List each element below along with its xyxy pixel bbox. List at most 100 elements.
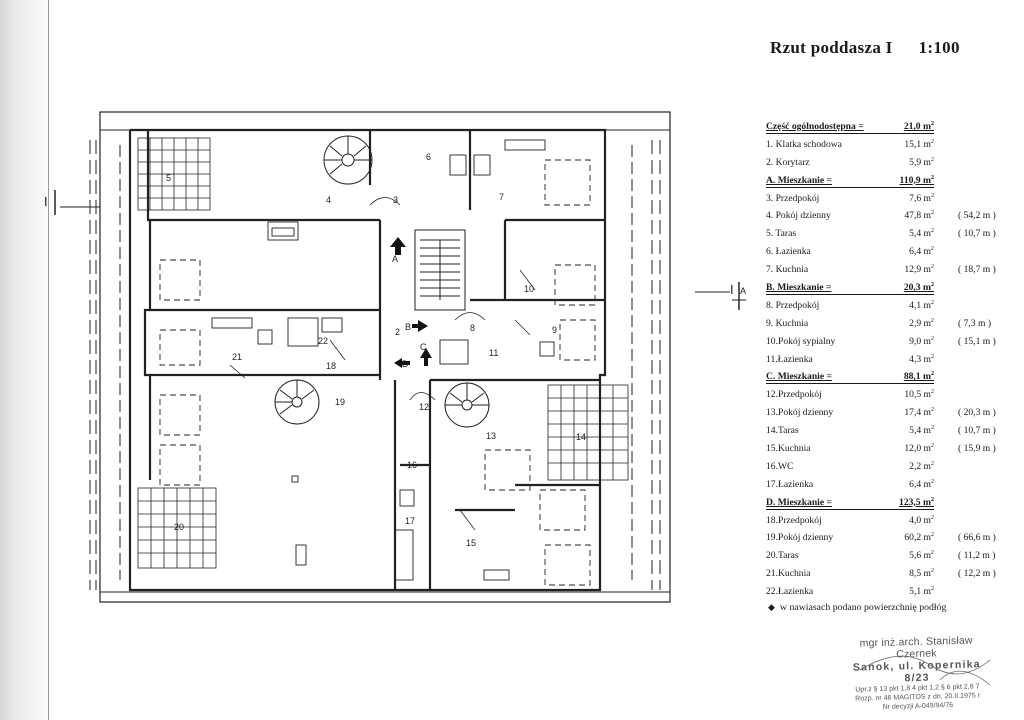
row-area-value: 110,9 m <box>899 174 931 186</box>
row-area: 5,9 m2 <box>909 156 934 168</box>
footnote: ◆w nawiasach podano powierzchnię podłóg <box>768 602 946 613</box>
row-label: 12.Przedpokój <box>766 389 822 401</box>
row-area: 17,4 m2 <box>904 407 934 419</box>
row-area: 10,5 m2 <box>904 389 934 401</box>
row-floor-area: ( 10,7 m ) <box>958 425 996 437</box>
area-table: Część ogólnodostępna = 21,0 m2 1. Klatka s… <box>766 118 1014 601</box>
room-label-13: 13 <box>486 431 496 441</box>
room-label-8: 8 <box>470 323 475 333</box>
row-area: 12,0 m2 <box>904 442 934 455</box>
section-underline <box>766 186 934 188</box>
room-label-9: 9 <box>552 325 557 335</box>
room-label-11: 11 <box>489 348 498 358</box>
row-label: 14.Taras <box>766 425 799 437</box>
row-area-value: 12,0 m <box>904 443 931 455</box>
row-label: 1. Klatka schodowa <box>766 138 842 150</box>
row-area: 21,0 m2 <box>903 120 934 132</box>
roof-outline <box>99 111 671 603</box>
row-label: Część ogólnodostępna = <box>766 121 864 132</box>
row-area-value: 88,1 m <box>903 371 931 383</box>
row-floor-area: ( 7,3 m ) <box>958 317 992 329</box>
row-area: 88,1 m2 <box>903 371 934 383</box>
wall-west <box>143 130 152 480</box>
terrace-20-grid <box>137 487 217 569</box>
row-area-value: 5,9 m <box>909 156 931 168</box>
section-underline <box>766 132 934 134</box>
staircase <box>414 229 466 311</box>
row-area: 6,4 m2 <box>909 478 934 490</box>
bathtub-17 <box>394 529 414 581</box>
row-label: C. Mieszkanie = <box>766 371 832 383</box>
table-section-row: B. Mieszkanie =20,3 m2 <box>766 279 1014 297</box>
row-area: 60,2 m2 <box>904 532 934 544</box>
row-area: 6,4 m2 <box>909 246 934 258</box>
kitchen-counters <box>211 139 546 581</box>
row-area: 4,0 m2 <box>909 514 934 526</box>
room-label-16: 16 <box>407 460 417 470</box>
room-label-21: 21 <box>232 352 242 362</box>
row-label: 8. Przedpokój <box>766 299 820 311</box>
room-label-18: 18 <box>326 361 336 371</box>
row-area-value: 15,1 m <box>904 138 931 150</box>
room-label-17: 17 <box>405 516 415 526</box>
entry-label-a: A <box>392 254 398 264</box>
row-label: 17.Łazienka <box>766 478 814 490</box>
row-floor-area: ( 12,2 m ) <box>958 568 996 580</box>
row-area: 8,5 m2 <box>909 568 934 580</box>
row-area-value: 2,9 m <box>909 317 931 329</box>
room-label-5: 5 <box>166 173 171 183</box>
table-row: 9. Kuchnia 2,9 m2 ( 7,3 m ) <box>766 315 1014 333</box>
row-label: 3. Przedpokój <box>766 192 820 204</box>
row-area: 5,1 m2 <box>909 585 934 598</box>
row-area-value: 8,5 m <box>909 568 931 580</box>
row-area: 5,4 m2 <box>909 228 934 240</box>
table-row: 12.Przedpokój 10,5 m2 <box>766 386 1014 404</box>
signature <box>859 655 991 686</box>
room-label-20: 20 <box>174 522 184 532</box>
row-floor-area: ( 20,3 m ) <box>958 407 996 419</box>
row-area: 2,2 m2 <box>909 460 934 472</box>
row-label: 16.WC <box>766 460 794 472</box>
row-label: 9. Kuchnia <box>766 317 809 329</box>
row-area: 110,9 m2 <box>899 174 934 186</box>
row-label: 11.Łazienka <box>766 353 813 365</box>
table-section-row: C. Mieszkanie = 88,1 m2 <box>766 368 1014 386</box>
footnote-arrow-icon: ◆ <box>768 603 775 613</box>
row-label: A. Mieszkanie = <box>766 174 832 186</box>
stair-treads <box>420 239 460 300</box>
title-name: Rzut poddasza I <box>770 38 893 57</box>
room-label-7: 7 <box>499 192 504 202</box>
row-area-value: 2,2 m <box>909 460 931 472</box>
entry-label-b: B <box>405 322 411 332</box>
row-label: 5. Taras <box>766 228 797 240</box>
table-section-row: D. Mieszkanie =123,5 m2 <box>766 494 1014 512</box>
row-area: 2,9 m2 <box>909 317 934 329</box>
section-underline <box>766 383 934 385</box>
chimney <box>267 221 299 241</box>
room-label-10: 10 <box>524 284 534 294</box>
room-label-2: 2 <box>395 327 400 337</box>
row-area: 15,1 m2 <box>904 138 934 150</box>
row-area-value: 5,4 m <box>909 425 931 437</box>
row-area-value: 9,0 m <box>909 335 931 347</box>
room-label-22: 22 <box>318 336 328 346</box>
row-floor-area: ( 66,6 m ) <box>958 532 996 544</box>
room-label-19: 19 <box>335 397 345 407</box>
row-label: 21.Kuchnia <box>766 568 811 580</box>
room-label-15: 15 <box>466 538 476 548</box>
svg-text:A: A <box>740 286 746 296</box>
row-area-value: 20,3 m <box>903 282 931 294</box>
terrace-14-grid <box>547 384 629 481</box>
